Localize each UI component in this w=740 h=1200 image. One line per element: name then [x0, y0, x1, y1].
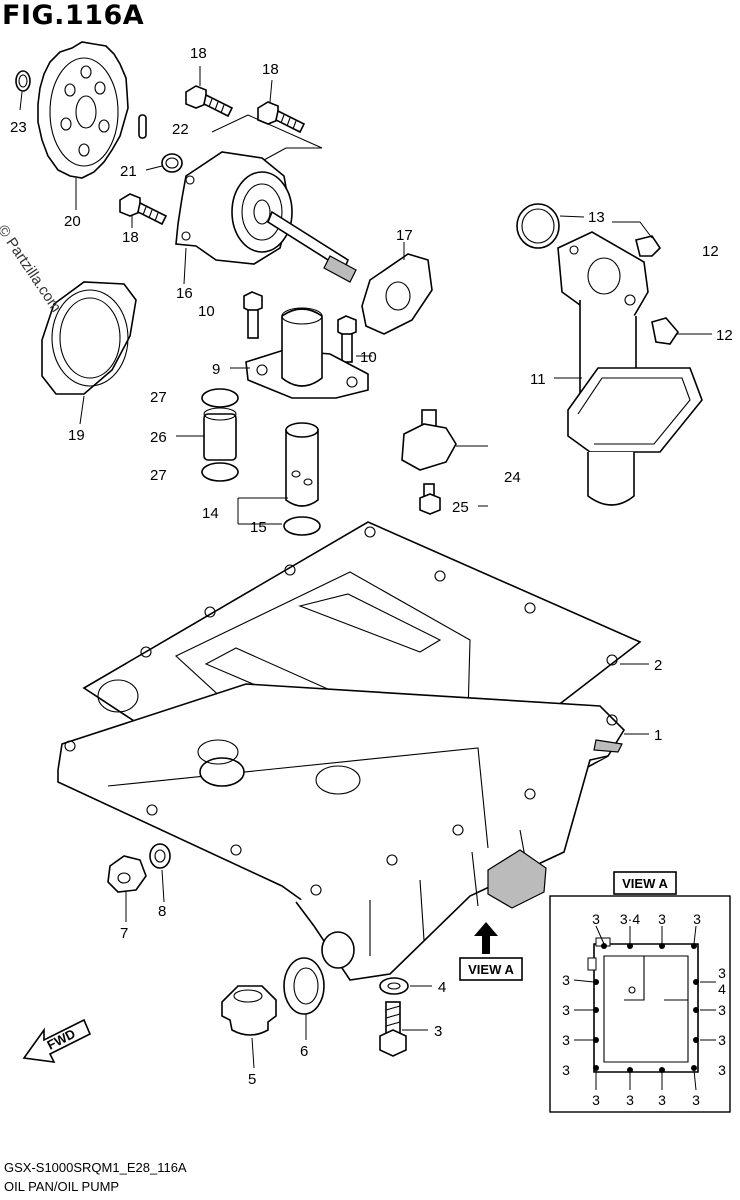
callout-3: 3	[434, 1023, 442, 1040]
view-a-label-left-1: 3	[562, 972, 570, 988]
callout-6: 6	[300, 1043, 308, 1060]
part-19-gear	[41, 281, 137, 395]
figure-title: FIG.116A	[2, 0, 145, 31]
callout-18-c: 18	[122, 229, 139, 246]
view-a-label-left-3: 3	[562, 1032, 570, 1048]
callout-11: 11	[530, 371, 546, 388]
part-10-bolt-right	[337, 315, 357, 363]
view-a-label-top-4: 3	[693, 911, 701, 927]
callout-12-a: 12	[702, 243, 719, 260]
view-a-label-top-2: 3·4	[620, 911, 640, 927]
part-4-washer	[379, 977, 409, 995]
part-27-o-ring-upper	[201, 388, 239, 408]
part-17-gasket	[361, 253, 433, 335]
callout-10-a: 10	[198, 303, 215, 320]
callout-25: 25	[452, 499, 469, 516]
part-8-washer	[149, 843, 171, 869]
part-26-dowel	[203, 407, 237, 461]
part-12-bolt-lower	[651, 317, 680, 345]
callout-15: 15	[250, 519, 267, 536]
callout-12-b: 12	[716, 327, 733, 344]
callout-23: 23	[10, 119, 27, 136]
view-a-label-right-1: 3	[718, 965, 726, 981]
callout-18-a: 18	[190, 45, 207, 62]
part-21-o-ring	[161, 153, 183, 173]
part-6-gasket	[283, 957, 325, 1015]
view-a-label-bottom-2: 3	[626, 1092, 634, 1108]
callout-21: 21	[120, 163, 137, 180]
part-5-drain-plug	[221, 985, 277, 1036]
view-a-label-bottom-3: 3	[658, 1092, 666, 1108]
part-7-plug	[107, 855, 147, 893]
part-10-bolt-left	[243, 291, 263, 339]
part-22-pin	[138, 114, 147, 139]
part-18-bolt-top-right	[257, 101, 306, 134]
view-a-pointer: VIEW A	[459, 922, 523, 981]
view-a-label-left-4: 3	[562, 1062, 570, 1078]
view-a-label-left-2: 3	[562, 1002, 570, 1018]
figure-model-code: GSX-S1000SRQM1_E28_116A	[4, 1160, 187, 1175]
callout-7: 7	[120, 925, 128, 942]
callout-20: 20	[64, 213, 81, 230]
part-13-o-ring	[516, 203, 560, 249]
view-a-label-right-2: 3	[718, 1002, 726, 1018]
callout-19: 19	[68, 427, 85, 444]
view-a-label-top-3: 3	[658, 911, 666, 927]
view-a-label-bottom-1: 3	[592, 1092, 600, 1108]
callout-13: 13	[588, 209, 605, 226]
view-a-label-right-3: 3	[718, 1032, 726, 1048]
callout-9: 9	[212, 361, 220, 378]
part-24-pressure-switch	[401, 409, 457, 471]
part-3-bolt	[379, 1001, 407, 1057]
part-23-circlip	[15, 70, 31, 92]
callout-10-b: 10	[360, 349, 377, 366]
fwd-arrow-icon: FWD	[22, 1018, 92, 1063]
part-18-bolt-left	[119, 193, 168, 226]
leader-lines	[19, 66, 712, 1069]
view-a-title: VIEW A	[622, 876, 668, 891]
view-a-label-bottom-4: 3	[692, 1092, 700, 1108]
view-a-pointer-label: VIEW A	[468, 962, 514, 977]
view-a-inset: VIEW A 3 3·4 3 3 3 3 4 3 3 3 3 3 3 3 3 3…	[549, 871, 731, 1113]
part-9-cover	[245, 307, 369, 399]
view-a-label-top-1: 3	[592, 911, 600, 927]
callout-26: 26	[150, 429, 167, 446]
callout-8: 8	[158, 903, 166, 920]
callout-27-a: 27	[150, 389, 167, 406]
callout-14: 14	[202, 505, 219, 522]
part-25-screw	[419, 483, 441, 515]
part-20-sprocket	[37, 41, 129, 179]
part-27-o-ring-lower	[201, 462, 239, 482]
callout-18-b: 18	[262, 61, 279, 78]
callout-1: 1	[654, 727, 662, 744]
view-a-label-right-4: 3	[718, 1062, 726, 1078]
callout-17: 17	[396, 227, 413, 244]
figure-name: OIL PAN/OIL PUMP	[4, 1179, 120, 1194]
callout-2: 2	[654, 657, 662, 674]
part-1-oil-pan	[57, 683, 626, 981]
part-15-o-ring	[283, 516, 321, 536]
view-a-label-right-1b: 4	[718, 981, 726, 997]
part-11-oil-strainer	[557, 231, 703, 506]
part-18-bolt-top-left	[185, 85, 234, 118]
callout-24: 24	[504, 469, 521, 486]
part-16-oil-pump	[175, 151, 357, 283]
callout-5: 5	[248, 1071, 256, 1088]
callout-16: 16	[176, 285, 193, 302]
callout-27-b: 27	[150, 467, 167, 484]
part-12-bolt-upper	[635, 235, 662, 257]
part-14-pipe	[285, 422, 319, 507]
callout-22: 22	[172, 121, 189, 138]
callout-4: 4	[438, 979, 446, 996]
